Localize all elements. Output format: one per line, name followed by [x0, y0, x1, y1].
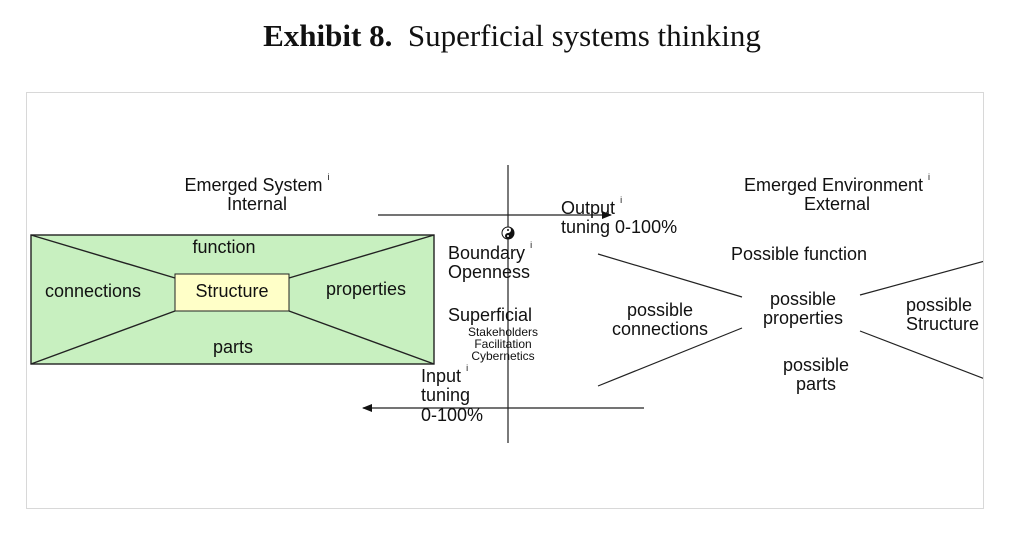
- output-tuning-label: tuning 0-100%: [561, 217, 678, 238]
- environment-subheading: External: [803, 194, 871, 215]
- diagram-frame: Emerged System i Internal Emerged Enviro…: [26, 92, 984, 509]
- system-subheading: Internal: [226, 194, 288, 215]
- env-connections-label: possible connections: [611, 300, 709, 340]
- openness-label: Openness: [448, 262, 531, 283]
- environment-heading: Emerged Environment i External: [743, 172, 931, 215]
- system-diagonal-bottom-left: [30, 310, 176, 365]
- env-properties-label: possible properties: [762, 289, 844, 329]
- system-heading: Emerged System i Internal: [184, 172, 330, 215]
- system-structure-label: Structure: [195, 281, 269, 301]
- output-label: Output i tuning 0-100%: [561, 195, 678, 238]
- system-diagonal-bottom-right: [288, 310, 435, 365]
- system-function-label: function: [192, 237, 256, 257]
- exhibit-number: Exhibit 8.: [263, 18, 393, 53]
- system-diagonal-top-left: [30, 234, 176, 279]
- system-parts-label: parts: [212, 337, 254, 357]
- env-line-bottom-right: [859, 330, 983, 379]
- env-line-top-right: [859, 260, 983, 296]
- env-structure-label: possible Structure: [906, 295, 980, 335]
- sub-item-facilitation: Facilitation: [474, 337, 532, 351]
- env-line-bottom-left: [597, 327, 743, 387]
- env-parts-label: possible parts: [782, 355, 850, 395]
- input-label: Input i tuning 0-100%: [421, 363, 484, 425]
- system-connections-label: connections: [44, 281, 142, 301]
- exhibit-caption: Superficial systems thinking: [407, 18, 761, 53]
- input-tuning-range: 0-100%: [421, 404, 484, 425]
- system-diagonal-top-right: [288, 234, 435, 279]
- diagram-lines: [30, 165, 983, 443]
- env-line-top-left: [597, 253, 743, 298]
- input-tuning-label: tuning: [421, 385, 471, 406]
- env-function-label: Possible function: [730, 244, 868, 264]
- sub-item-cybernetics: Cybernetics: [471, 349, 535, 363]
- yin-yang-icon: [501, 226, 515, 240]
- system-properties-label: properties: [325, 279, 407, 299]
- exhibit-title: Exhibit 8. Superficial systems thinking: [0, 18, 1024, 54]
- superficial-label: Superficial: [448, 305, 533, 325]
- boundary-label: Boundary i Openness: [448, 240, 533, 283]
- structure-box: [174, 273, 290, 312]
- sub-item-stakeholders: Stakeholders: [467, 325, 539, 339]
